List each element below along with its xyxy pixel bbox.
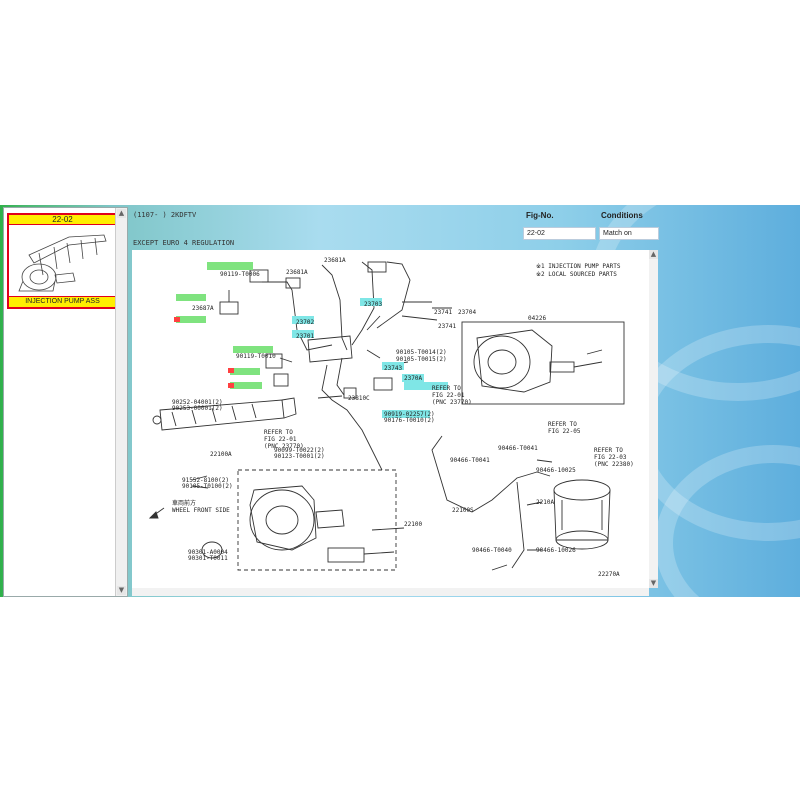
part-label[interactable]: 23704	[458, 309, 476, 316]
direction-note-jp: 車両前方	[172, 499, 196, 507]
part-label[interactable]: 04226	[528, 315, 546, 322]
conditions-label: Conditions	[601, 211, 643, 220]
part-label[interactable]: 90119-T0006	[220, 271, 260, 278]
part-label[interactable]: 23702	[296, 319, 314, 326]
model-code: (1107- ) 2KDFTV	[133, 211, 197, 219]
fig-no-label: Fig-No.	[526, 211, 554, 220]
fig-no-field[interactable]: 22-02	[523, 227, 596, 240]
part-label[interactable]: 23687A	[192, 305, 214, 312]
part-label[interactable]: 2210A	[536, 499, 554, 506]
part-label[interactable]: 22100A	[210, 451, 232, 458]
part-label[interactable]: 90105-T0100(2)	[182, 483, 233, 490]
conditions-field[interactable]: Match on	[599, 227, 659, 240]
part-label[interactable]: 90176-T0010(2)	[384, 417, 435, 424]
part-label[interactable]: 90301-T0011	[188, 555, 228, 562]
scroll-up-arrow-icon[interactable]: ▲	[117, 209, 126, 218]
left-pane-scrollbar[interactable]: ▲ ▼	[115, 208, 127, 596]
scroll-up-arrow-icon[interactable]: ▲	[649, 250, 658, 259]
part-label[interactable]: 23701	[296, 333, 314, 340]
part-label[interactable]: 90919-02257(2)	[384, 411, 435, 418]
part-label[interactable]: 91552-8100(2)	[182, 477, 229, 484]
part-label[interactable]: 22100S	[452, 507, 474, 514]
part-label[interactable]: 22100	[404, 521, 422, 528]
part-label[interactable]: 90466-T0041	[450, 457, 490, 464]
part-label[interactable]: 90105-T0014(2)	[396, 349, 447, 356]
diagram-id: 22270A	[598, 571, 620, 578]
thumbnail-caption: INJECTION PUMP ASS	[9, 296, 116, 307]
part-label[interactable]: 23741	[438, 323, 456, 330]
legend-note: ※2 LOCAL SOURCED PARTS	[536, 271, 617, 278]
part-label[interactable]: 90252-04001(2)	[172, 399, 223, 406]
scroll-down-arrow-icon[interactable]: ▼	[117, 586, 126, 595]
parts-diagram[interactable]: 23687A 23681A 23681A 23702 23701 23703 2…	[132, 250, 649, 588]
part-label[interactable]: 90466-10026	[536, 547, 576, 554]
part-label[interactable]: 23810C	[348, 395, 370, 402]
part-label[interactable]: 90466-10025	[536, 467, 576, 474]
part-label[interactable]: 90119-T0010	[236, 353, 276, 360]
diagram-vertical-scrollbar[interactable]: ▲ ▼	[649, 250, 658, 588]
thumbnail-fig-no: 22-02	[9, 215, 116, 225]
part-label[interactable]: 90123-T0001(2)	[274, 453, 325, 460]
figure-thumbnail[interactable]: 22-02 INJECTION PUMP ASS	[7, 213, 118, 309]
part-label[interactable]: 90099-T0022(2)	[274, 447, 325, 454]
part-label[interactable]: 90253-00001(2)	[172, 405, 223, 412]
part-label[interactable]: 23681A	[324, 257, 346, 264]
part-label[interactable]: 90105-T0015(2)	[396, 356, 447, 363]
part-label[interactable]: 90301-A0004	[188, 549, 228, 556]
part-label[interactable]: 90466-T0041	[498, 445, 538, 452]
direction-note: WHEEL FRONT SIDE	[172, 507, 230, 514]
scroll-down-arrow-icon[interactable]: ▼	[649, 579, 658, 588]
part-label[interactable]: 2370A	[404, 375, 422, 382]
part-label[interactable]: 23681A	[286, 269, 308, 276]
diagram-subtitle: EXCEPT EURO 4 REGULATION	[133, 239, 235, 247]
thumbnail-drawing	[18, 234, 107, 292]
exploded-view-drawing: 23687A 23681A 23681A 23702 23701 23703 2…	[148, 257, 634, 578]
part-label[interactable]: 23741	[434, 309, 452, 316]
legend-note: ※1 INJECTION PUMP PARTS	[536, 263, 621, 270]
figure-list-pane[interactable]: 22-02 INJECTION PUMP ASS ▲ ▼	[3, 207, 128, 597]
diagram-horizontal-scrollbar[interactable]	[132, 588, 649, 596]
part-label[interactable]: 90466-T0040	[472, 547, 512, 554]
part-label[interactable]: 23743	[384, 365, 402, 372]
part-label[interactable]: 23703	[364, 301, 382, 308]
